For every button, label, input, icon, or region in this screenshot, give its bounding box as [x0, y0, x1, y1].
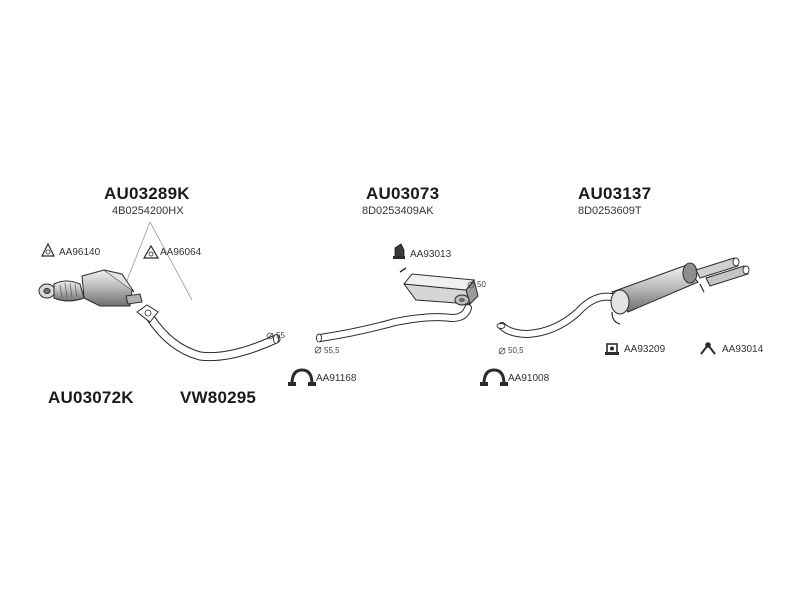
accessory-aa96140: AA96140 — [59, 247, 101, 258]
gasket-triangle-icon — [142, 244, 160, 259]
clamp-icon-right — [480, 368, 508, 386]
center-oem-number: 8D0253409AK — [362, 205, 434, 217]
diameter-55: 55 — [276, 331, 285, 340]
catalytic-converter — [38, 269, 143, 307]
diameter-icons — [266, 281, 506, 355]
rear-part-code: AU03137 — [578, 184, 652, 203]
hanger-icon — [700, 342, 716, 355]
accessory-aa93013: AA93013 — [410, 249, 452, 260]
center-silencer — [316, 267, 479, 343]
catalyst-part-code: AU03289K — [104, 184, 190, 203]
front-pipe — [136, 304, 281, 362]
mounting-bracket-icon — [605, 343, 619, 355]
accessory-aa93209: AA93209 — [624, 344, 666, 355]
accessory-aa91008: AA91008 — [508, 373, 550, 384]
diameter-55-5: 55,5 — [324, 346, 340, 355]
catalyst-oem-number: 4B0254200HX — [112, 205, 184, 217]
leader-lines — [123, 221, 193, 301]
diameter-50-5: 50,5 — [508, 346, 524, 355]
accessory-aa91168: AA91168 — [316, 373, 357, 384]
rear-oem-number: 8D0253609T — [578, 205, 642, 217]
front-pipe-code: VW80295 — [180, 388, 257, 407]
diameter-50: 50 — [477, 280, 486, 289]
accessory-aa96064: AA96064 — [160, 247, 202, 258]
gasket-ring-icon — [41, 242, 55, 257]
front-pipe-kit-code: AU03072K — [48, 388, 134, 407]
clamp-icon-left — [288, 368, 316, 386]
accessory-aa93014: AA93014 — [722, 344, 764, 355]
center-part-code: AU03073 — [366, 184, 440, 203]
rubber-mount-icon — [393, 243, 405, 259]
rear-silencer — [496, 257, 750, 339]
